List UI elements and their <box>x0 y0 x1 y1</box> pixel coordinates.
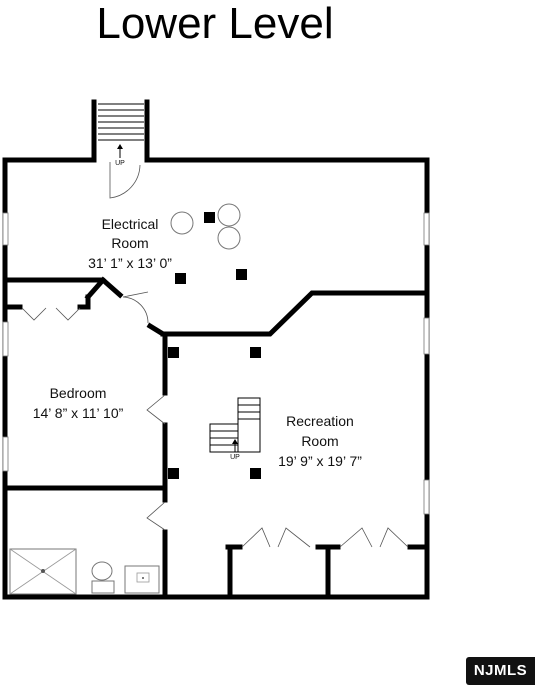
room-name-line2: Room <box>111 235 148 251</box>
stair-up-label: UP <box>115 160 125 167</box>
room-label-electrical: Electrical Room 31’ 1” x 13’ 0” <box>88 216 172 271</box>
toilet <box>91 561 115 594</box>
mechanical-fixtures <box>170 203 241 250</box>
room-name: Recreation <box>286 413 354 429</box>
njmls-badge: NJMLS <box>466 657 535 685</box>
shower <box>9 548 77 595</box>
room-label-bedroom: Bedroom 14’ 8” x 11’ 10” <box>33 385 124 421</box>
sink <box>124 565 160 594</box>
bathroom-fixtures <box>9 548 160 595</box>
interior-walls <box>2 276 430 600</box>
stair-up-label: UP <box>230 454 240 461</box>
floor-title: Lower Level <box>96 0 333 48</box>
top-staircase: UP <box>91 99 150 167</box>
room-name: Bedroom <box>50 385 107 401</box>
room-name: Electrical <box>102 216 159 232</box>
room-dimensions: 31’ 1” x 13’ 0” <box>88 255 172 271</box>
doors <box>21 162 409 548</box>
room-label-recreation: Recreation Room 19’ 9” x 19’ 7” <box>278 413 362 469</box>
support-columns <box>168 212 261 479</box>
room-dimensions: 14’ 8” x 11’ 10” <box>33 405 124 421</box>
rec-room-staircase: UP <box>209 397 261 461</box>
windows <box>2 212 430 515</box>
room-dimensions: 19’ 9” x 19’ 7” <box>278 453 362 469</box>
room-name-line2: Room <box>301 433 338 449</box>
outer-wall <box>2 157 430 600</box>
